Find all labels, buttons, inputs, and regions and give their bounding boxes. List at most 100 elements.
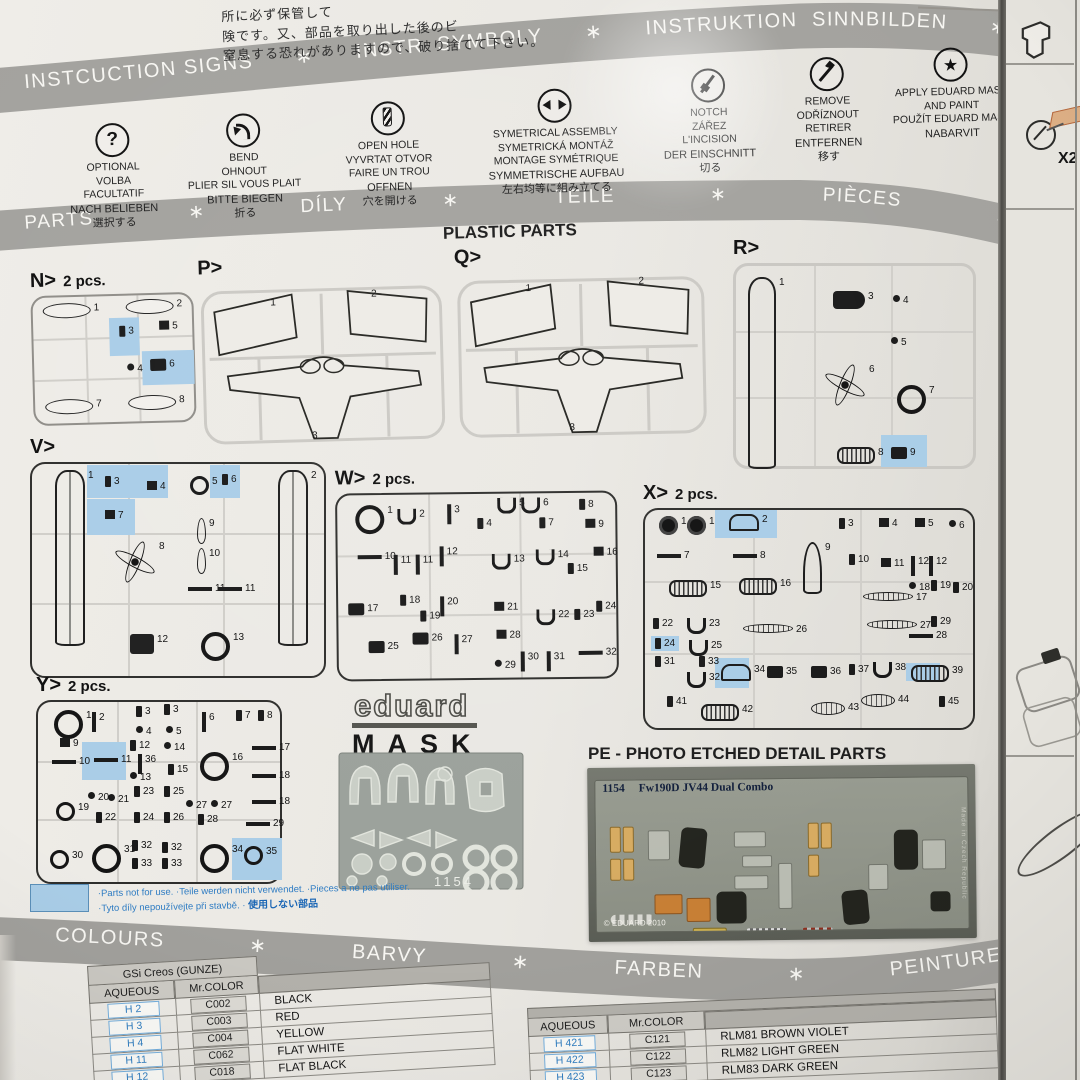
wing-sprue-drawing	[457, 276, 707, 438]
adjacent-page-sliver: X2	[1006, 0, 1080, 1080]
part-glyph	[567, 562, 574, 575]
part-glyph	[879, 518, 889, 527]
part-number: 17	[367, 603, 379, 615]
part-number: 19	[940, 580, 952, 591]
mrcolor-code: C122	[629, 1047, 687, 1066]
part-glyph	[252, 800, 276, 804]
part-number: 30	[72, 850, 84, 861]
part-number: 26	[431, 632, 443, 644]
sprue-part: 36	[811, 666, 841, 678]
mrcolor-code: C003	[190, 1012, 248, 1031]
part-glyph	[258, 710, 264, 721]
part-number: 15	[710, 580, 722, 591]
part-number: 6	[959, 520, 965, 531]
part-glyph	[130, 740, 136, 751]
part-glyph	[748, 277, 776, 469]
blue-swatch	[30, 884, 89, 912]
sprue-part: 20	[953, 582, 973, 593]
sprue-label: W>2 pcs.	[334, 467, 416, 490]
aqueous-code: H 422	[543, 1051, 597, 1069]
part-glyph	[108, 794, 115, 801]
sprue-part: 9	[585, 519, 604, 530]
part-number: 27	[920, 620, 932, 631]
part-number: 9	[825, 542, 831, 553]
part-glyph	[150, 358, 167, 372]
part-number: 16	[232, 752, 244, 763]
part-glyph	[491, 553, 511, 570]
sprue-part: 30	[520, 651, 539, 672]
part-number: 2	[638, 275, 645, 287]
sprue: R>	[733, 237, 976, 469]
part-glyph	[197, 548, 206, 574]
part-number: 27	[221, 800, 233, 811]
part-number: 5	[901, 337, 907, 348]
part-number: 18	[409, 594, 421, 606]
part-glyph	[929, 556, 933, 576]
sprue-part: 11	[881, 558, 904, 569]
sprue-part: 26	[743, 624, 807, 635]
part-number: 8	[178, 394, 185, 406]
sprue-part: 17	[348, 603, 379, 616]
part-number: 35	[786, 666, 798, 677]
sprue-part: 19	[56, 802, 89, 821]
part-number: 17	[279, 742, 291, 753]
part-number: 18	[279, 796, 291, 807]
sprue-label: N>2 pcs.	[29, 269, 106, 293]
part-glyph	[168, 764, 174, 775]
part-glyph	[861, 694, 895, 707]
part-glyph	[105, 476, 111, 487]
sprue-part: 1	[525, 283, 531, 294]
part-number: 14	[557, 549, 569, 561]
part-glyph	[132, 858, 138, 869]
sprue-part: 10	[52, 756, 90, 767]
sprue-part: 8	[127, 394, 185, 411]
part-number: 3	[454, 504, 460, 516]
sprue-part: 19	[420, 610, 440, 622]
part-glyph	[147, 481, 157, 490]
part-number: 12	[157, 634, 169, 645]
part-glyph	[803, 542, 822, 594]
part-number: 29	[504, 659, 517, 671]
part-glyph	[164, 812, 170, 823]
part-glyph	[849, 664, 855, 675]
sprue-part: 13	[201, 632, 244, 661]
sprue-part: 25	[164, 786, 184, 797]
sprue-part: 13	[491, 553, 525, 570]
part-number: 2	[419, 508, 425, 520]
symbol-label: 穴を開ける	[362, 194, 418, 209]
part-number: 28	[509, 629, 521, 641]
part-glyph	[88, 792, 95, 799]
legend-text: ·Parts not for use. ·Teile werden nicht …	[97, 881, 410, 915]
part-number: 7	[548, 517, 554, 529]
part-number: 4	[160, 481, 166, 492]
part-glyph	[494, 659, 502, 667]
part-number: 5	[172, 320, 178, 332]
part-glyph	[368, 640, 385, 654]
part-number: 43	[848, 702, 860, 713]
part-number: 13	[233, 632, 245, 643]
part-glyph	[60, 738, 70, 747]
symbol-icon	[690, 67, 726, 103]
part-number: 1	[270, 297, 276, 309]
sprue-part: 38	[873, 662, 906, 678]
sprue-part: 5	[190, 476, 218, 495]
symbol-label: 移す	[817, 151, 841, 164]
part-number: 6	[169, 358, 175, 370]
sprue-part: 36	[138, 754, 156, 774]
part-number: 36	[145, 754, 157, 765]
sprue-part: 2	[92, 712, 105, 732]
mrcolor-code: C002	[189, 995, 247, 1014]
part-glyph	[867, 620, 917, 629]
small-part-drawing	[1021, 21, 1051, 59]
part-glyph	[244, 846, 263, 865]
part-number: 5	[212, 476, 218, 487]
part-number: 24	[664, 638, 676, 649]
part-number: 21	[118, 794, 130, 805]
part-glyph	[539, 517, 546, 529]
part-glyph	[931, 580, 937, 591]
part-number: 33	[171, 858, 183, 869]
part-glyph	[497, 497, 517, 514]
sprue-part: 8	[579, 499, 594, 510]
